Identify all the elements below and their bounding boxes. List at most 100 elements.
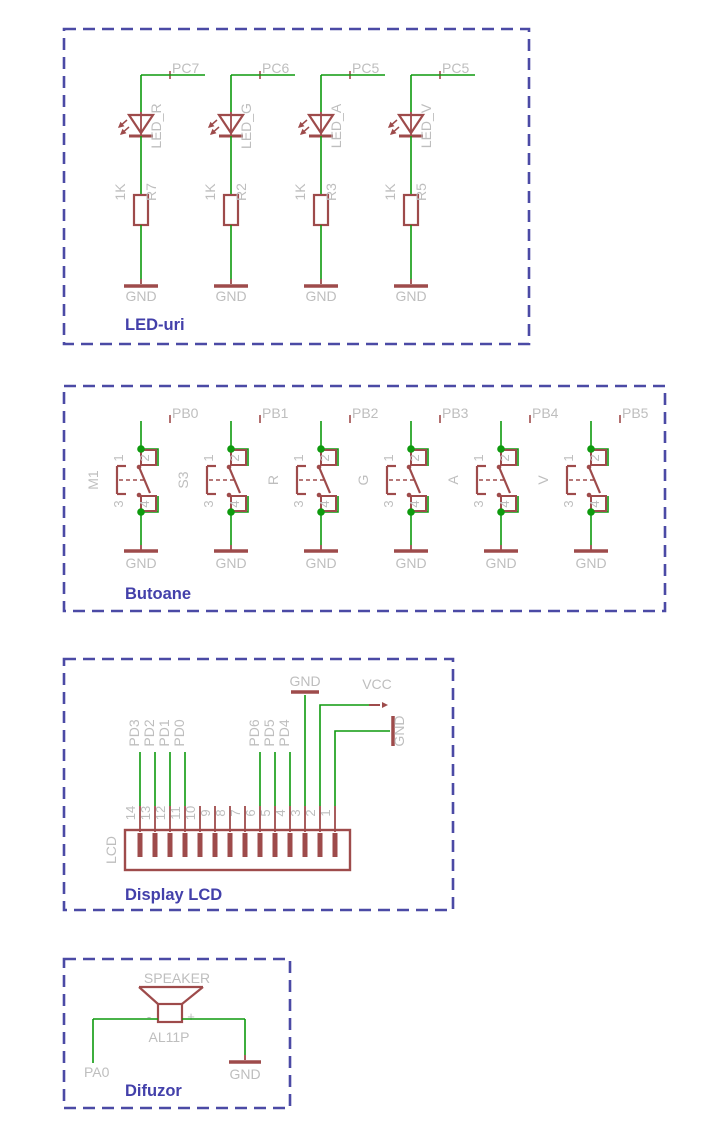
switch-lever bbox=[137, 466, 152, 494]
resistor-value: 1K bbox=[202, 183, 218, 201]
button-name: A bbox=[445, 475, 461, 485]
lcd-name: LCD bbox=[103, 836, 119, 864]
pin-box-2 bbox=[320, 449, 337, 466]
lcd-pin-number: 1 bbox=[318, 809, 333, 816]
pin-number-3: 3 bbox=[471, 500, 486, 507]
section-title-leds: LED-uri bbox=[125, 316, 185, 334]
emission-arrow-head bbox=[388, 121, 395, 128]
section-frame-buttons bbox=[62, 384, 667, 613]
gnd-label: GND bbox=[305, 555, 336, 571]
resistor-name: R2 bbox=[233, 183, 249, 201]
lcd-pin-number: 9 bbox=[198, 809, 213, 816]
pin-box-2 bbox=[410, 449, 427, 466]
switch-contact bbox=[316, 492, 322, 498]
gnd-label: GND bbox=[229, 1066, 260, 1082]
net-label: PA0 bbox=[84, 1064, 110, 1080]
switch-contact bbox=[226, 492, 232, 498]
resistor-value: 1K bbox=[292, 183, 308, 201]
emission-arrow-head bbox=[300, 128, 307, 135]
switch-lever bbox=[587, 466, 602, 494]
pin-number-4: 4 bbox=[407, 500, 422, 507]
lcd-net-label: PD5 bbox=[261, 719, 277, 746]
gnd-label: GND bbox=[395, 555, 426, 571]
pin-number-3: 3 bbox=[381, 500, 396, 507]
lcd-pin-number: 5 bbox=[258, 809, 273, 816]
speaker-cone bbox=[181, 986, 204, 1005]
pin-number-4: 4 bbox=[317, 500, 332, 507]
gnd-label: GND bbox=[575, 555, 606, 571]
wire-segment bbox=[334, 730, 390, 806]
section-frame-speaker bbox=[62, 957, 292, 1110]
pin-number-4: 4 bbox=[587, 500, 602, 507]
speaker-label: SPEAKER bbox=[144, 970, 210, 986]
speaker-plus: + bbox=[187, 1009, 195, 1024]
net-label: PC6 bbox=[262, 60, 289, 76]
speaker-name: AL11P bbox=[149, 1029, 190, 1045]
net-label: PB2 bbox=[352, 405, 379, 421]
emission-arrow-head bbox=[298, 121, 305, 128]
pin-number-3: 3 bbox=[561, 500, 576, 507]
button-name: G bbox=[355, 475, 371, 486]
lcd-connector-body bbox=[123, 828, 352, 872]
net-label: PB3 bbox=[442, 405, 469, 421]
junction-dot bbox=[407, 445, 415, 453]
pin-number-2: 2 bbox=[407, 454, 422, 461]
gnd-label: GND bbox=[305, 288, 336, 304]
net-label: PB4 bbox=[532, 405, 559, 421]
led-triangle bbox=[216, 113, 246, 135]
pin-number-2: 2 bbox=[317, 454, 332, 461]
led-name: LED_A bbox=[328, 103, 344, 148]
net-label: PC7 bbox=[172, 60, 199, 76]
pin-box-4 bbox=[140, 495, 157, 512]
net-label: PB0 bbox=[172, 405, 199, 421]
resistor-value: 1K bbox=[112, 183, 128, 201]
lcd-net-label: PD2 bbox=[141, 719, 157, 746]
emission-arrow-head bbox=[120, 128, 127, 135]
lcd-pin-number: 14 bbox=[123, 806, 138, 820]
lcd-pin-number: 3 bbox=[288, 809, 303, 816]
lcd-net-label: PD3 bbox=[126, 719, 142, 746]
lcd-net-label: PD6 bbox=[246, 719, 262, 746]
resistor-name: R7 bbox=[143, 183, 159, 201]
section-frame-leds bbox=[62, 27, 531, 346]
switch-contact bbox=[496, 492, 502, 498]
gnd-label: GND bbox=[395, 288, 426, 304]
pin-number-4: 4 bbox=[227, 500, 242, 507]
junction-dot bbox=[317, 445, 325, 453]
switch-lever bbox=[227, 466, 242, 494]
net-label: PC5 bbox=[442, 60, 469, 76]
led-triangle bbox=[306, 113, 336, 135]
pin-box-2 bbox=[230, 449, 247, 466]
led-triangle bbox=[126, 113, 156, 135]
led-name: LED_R bbox=[148, 103, 164, 148]
section-frame-lcd bbox=[62, 657, 455, 912]
pin-number-2: 2 bbox=[137, 454, 152, 461]
pin-box-2 bbox=[500, 449, 517, 466]
lcd-net-label: PD4 bbox=[276, 719, 292, 746]
led-name: LED_V bbox=[418, 103, 434, 148]
button-name: S3 bbox=[175, 471, 191, 488]
vcc-arrow-head bbox=[382, 702, 388, 708]
led-triangle bbox=[396, 113, 426, 135]
speaker-body bbox=[156, 1002, 184, 1024]
pin-number-1: 1 bbox=[111, 454, 126, 461]
pin-number-1: 1 bbox=[201, 454, 216, 461]
junction-dot bbox=[137, 445, 145, 453]
net-label: PB5 bbox=[622, 405, 649, 421]
pin-box-2 bbox=[140, 449, 157, 466]
pin-number-3: 3 bbox=[291, 500, 306, 507]
junction-dot bbox=[587, 445, 595, 453]
switch-contact bbox=[406, 492, 412, 498]
switch-lever bbox=[497, 466, 512, 494]
lcd-pin-number: 12 bbox=[153, 806, 168, 820]
button-name: M1 bbox=[85, 470, 101, 490]
